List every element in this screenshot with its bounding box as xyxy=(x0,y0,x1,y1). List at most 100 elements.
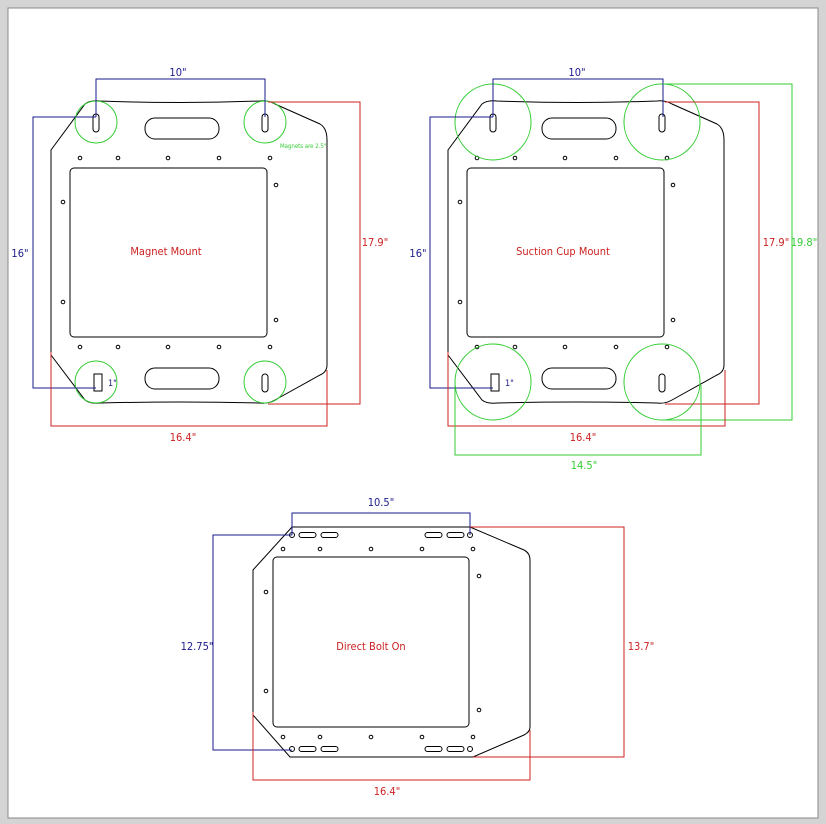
bolt-hole xyxy=(267,155,273,161)
bolt-hole xyxy=(317,734,323,740)
magnet-width-bottom-label: 16.4" xyxy=(170,431,197,444)
mount-slot-rect xyxy=(93,373,103,392)
bolt-hole xyxy=(77,155,83,161)
mount-slot xyxy=(658,113,666,133)
suction-cup-circle xyxy=(623,83,701,161)
magnet-mount-plate xyxy=(50,100,328,404)
handle-slot-bottom xyxy=(541,367,617,390)
bolt-hole xyxy=(267,344,273,350)
suction-height-right-label: 17.9" xyxy=(763,236,790,249)
bolt-hole xyxy=(280,734,286,740)
bolt-hole xyxy=(273,317,279,323)
bolt-hole xyxy=(216,344,222,350)
bolt-hole xyxy=(470,734,476,740)
mount-slot-rect xyxy=(490,373,500,392)
magnet-width-top-dimension xyxy=(95,78,266,117)
bolt-hole xyxy=(165,344,171,350)
suction-height-left-label: 16" xyxy=(409,247,426,260)
plate-outline xyxy=(50,100,328,404)
bolt-hole xyxy=(562,155,568,161)
small-slot xyxy=(320,746,339,752)
small-slot xyxy=(424,532,443,538)
bolt-hole xyxy=(512,344,518,350)
center-cutout xyxy=(272,556,470,728)
magnet-circle xyxy=(74,360,118,404)
magnet-width-bottom-dimension xyxy=(50,352,328,427)
mount-hole xyxy=(289,746,295,752)
direct-bolt-on-title: Direct Bolt On xyxy=(336,640,405,653)
bolt-hole xyxy=(470,546,476,552)
suction-cups-width-dimension xyxy=(454,385,702,456)
magnet-height-right-dimension xyxy=(268,101,361,405)
small-slot xyxy=(320,532,339,538)
bolt-hole xyxy=(476,707,482,713)
magnet-circle xyxy=(243,360,287,404)
magnet-slot-label: 1" xyxy=(108,379,117,389)
bolt-hole xyxy=(165,155,171,161)
suction-cup-mount-plate xyxy=(447,83,725,421)
bolt-hole xyxy=(664,344,670,350)
bolt-hole xyxy=(115,155,121,161)
small-slot xyxy=(446,532,465,538)
bolt-hole xyxy=(273,182,279,188)
suction-height-right-dimension xyxy=(665,101,760,405)
bolt-hole xyxy=(317,546,323,552)
suction-width-bottom-label: 16.4" xyxy=(570,431,597,444)
suction-width-bottom-dimension xyxy=(447,352,726,427)
bolt-hole xyxy=(613,344,619,350)
magnet-height-left-label: 16" xyxy=(11,247,28,260)
handle-slot-bottom xyxy=(144,367,220,390)
bolt-hole xyxy=(77,344,83,350)
suction-width-top-label: 10" xyxy=(568,66,585,79)
bolt-hole xyxy=(368,546,374,552)
bolt-hole xyxy=(60,199,66,205)
mount-slot xyxy=(261,373,269,393)
bolt-hole xyxy=(419,546,425,552)
bolt-hole xyxy=(476,573,482,579)
small-slot xyxy=(446,746,465,752)
bolt-width-bottom-label: 16.4" xyxy=(374,785,401,798)
magnet-height-left-dimension xyxy=(32,116,96,389)
bolt-hole xyxy=(670,317,676,323)
bolt-width-bottom-dimension xyxy=(252,712,531,781)
bolt-hole xyxy=(263,688,269,694)
bolt-hole xyxy=(216,155,222,161)
bolt-height-right-dimension xyxy=(470,526,625,758)
suction-cup-mount-title: Suction Cup Mount xyxy=(516,245,610,258)
small-slot xyxy=(424,746,443,752)
center-cutout xyxy=(69,167,268,338)
bolt-height-left-label: 12.75" xyxy=(181,640,214,653)
bolt-hole xyxy=(457,199,463,205)
small-slot xyxy=(298,532,317,538)
bolt-hole xyxy=(419,734,425,740)
suction-slot-label: 1" xyxy=(505,379,514,389)
suction-cups-height-label: 19.8" xyxy=(791,236,818,249)
bolt-hole xyxy=(562,344,568,350)
bolt-width-top-dimension xyxy=(291,512,471,535)
bolt-hole xyxy=(512,155,518,161)
suction-cup-circle xyxy=(623,343,701,421)
magnet-note: Magnets are 2.5" xyxy=(280,143,326,150)
handle-slot-top xyxy=(144,117,220,140)
bolt-width-top-label: 10.5" xyxy=(368,496,395,509)
bolt-hole xyxy=(115,344,121,350)
mount-slot xyxy=(658,373,666,393)
suction-cup-circle xyxy=(454,343,532,421)
bolt-hole xyxy=(280,546,286,552)
mount-hole xyxy=(467,746,473,752)
center-cutout xyxy=(466,167,665,338)
bolt-hole xyxy=(60,299,66,305)
plate-outline xyxy=(447,100,725,404)
suction-height-left-dimension xyxy=(429,116,493,389)
bolt-hole xyxy=(263,589,269,595)
magnet-height-right-label: 17.9" xyxy=(362,236,389,249)
bolt-hole xyxy=(670,182,676,188)
suction-cups-height-dimension xyxy=(663,83,793,421)
bolt-hole xyxy=(457,299,463,305)
bolt-height-right-label: 13.7" xyxy=(628,640,655,653)
small-slot xyxy=(298,746,317,752)
plate-outline xyxy=(252,526,531,758)
magnet-mount-title: Magnet Mount xyxy=(130,245,201,258)
